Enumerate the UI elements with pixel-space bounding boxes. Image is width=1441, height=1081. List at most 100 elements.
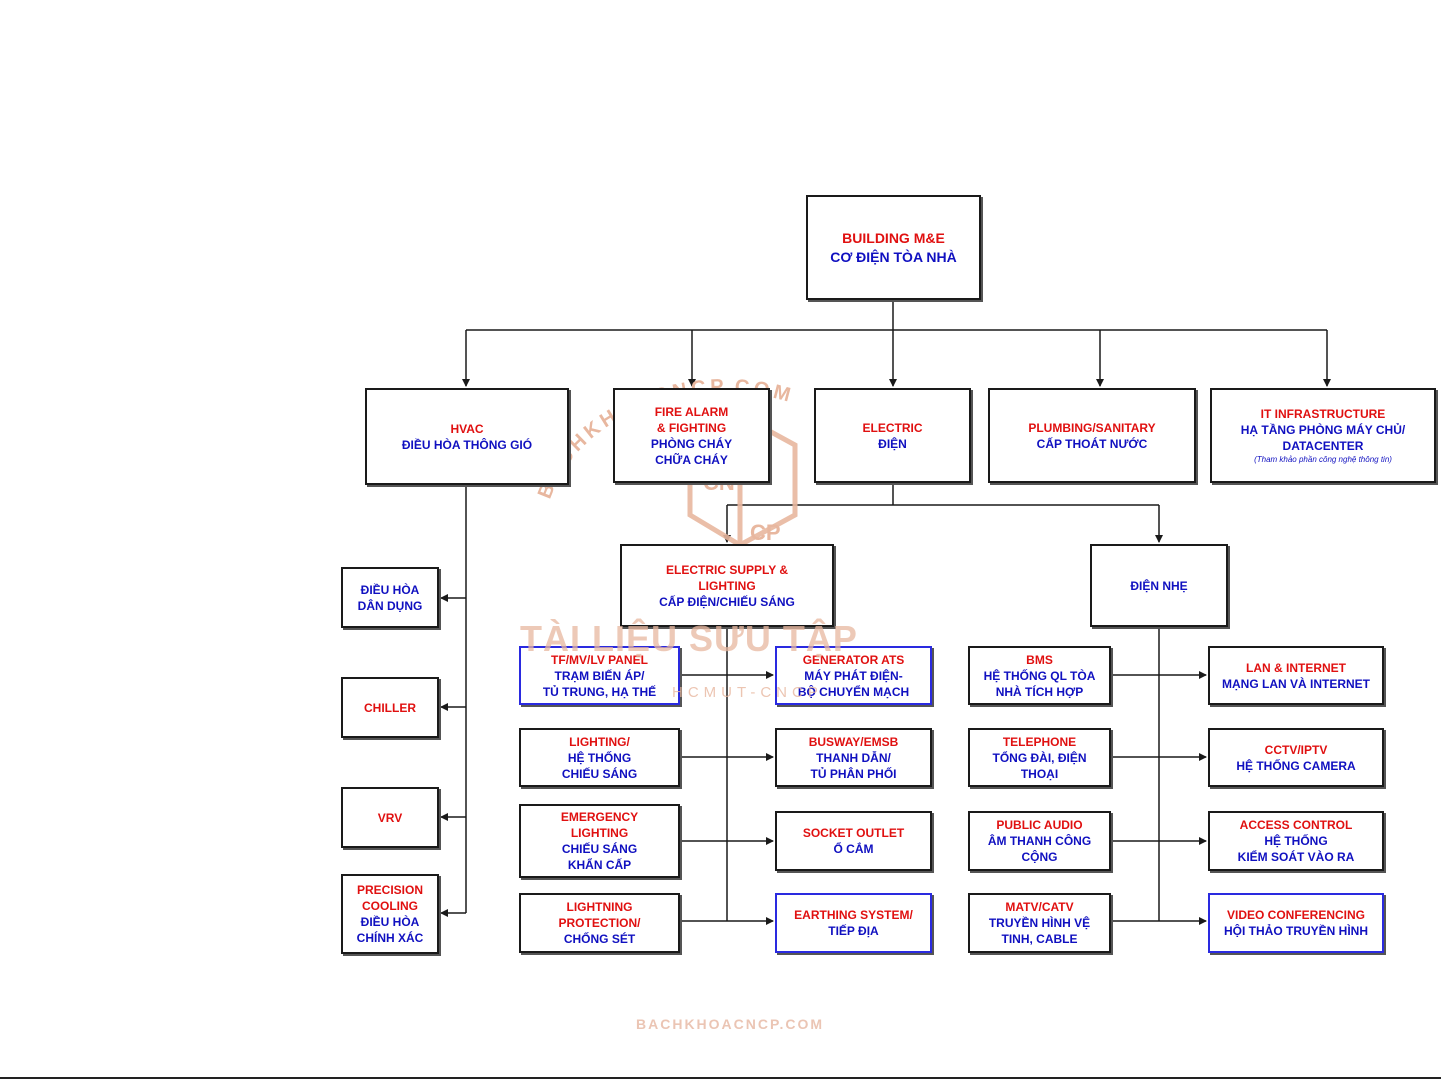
plumbing-vi: CẤP THOÁT NƯỚC [1036,436,1148,451]
lightning-en1: LIGHTNING [566,900,633,914]
precision-vi1: ĐIỀU HÒA [360,915,420,929]
busway-vi1: THANH DẪN/ [816,750,891,765]
matv-vi1: TRUYỀN HÌNH VỆ [988,916,1091,930]
hvac-vi: ĐIỀU HÒA THÔNG GIÓ [401,437,533,452]
generator-vi2: BỘ CHUYỂN MẠCH [797,684,910,699]
hvac-dan-dung-node: ĐIỀU HÒA DÂN DỤNG [341,567,439,628]
emergency-en2: LIGHTING [570,826,629,840]
root-node: BUILDING M&E CƠ ĐIỆN TÒA NHÀ [806,195,981,300]
fire-en1: FIRE ALARM [654,404,729,419]
dan-dung-vi1: ĐIỀU HÒA [360,582,420,597]
bottom-border [0,1077,1441,1079]
root-en: BUILDING M&E [842,229,945,246]
it-vi2: DATACENTER [1282,439,1364,453]
fire-node: FIRE ALARM & FIGHTING PHÒNG CHÁY CHỮA CH… [613,388,770,483]
it-node: IT INFRASTRUCTURE HẠ TẦNG PHÒNG MÁY CHỦ/… [1210,388,1436,483]
bms-vi1: HỆ THỐNG QL TÒA [983,668,1096,683]
telephone-node: TELEPHONE TỔNG ĐÀI, ĐIỆN THOẠI [968,728,1111,787]
lightning-protection-node: LIGHTNING PROTECTION/ CHỐNG SÉT [519,893,680,953]
watermark-logo-cp: CP [750,520,781,545]
hvac-precision-node: PRECISION COOLING ĐIỀU HÒA CHÍNH XÁC [341,874,439,954]
precision-en2: COOLING [362,899,418,913]
electric-node: ELECTRIC ĐIỆN [814,388,971,483]
emergency-vi2: KHẨN CẤP [567,858,632,872]
fire-en2: & FIGHTING [656,420,727,435]
socket-vi: Ổ CẮM [833,842,874,856]
root-vi: CƠ ĐIỆN TÒA NHÀ [830,248,957,265]
precision-en1: PRECISION [356,883,423,897]
public-audio-en: PUBLIC AUDIO [996,818,1083,832]
vrv-en: VRV [377,810,403,825]
fire-vi1: PHÒNG CHÁY [650,436,733,451]
access-vi2: KIỂM SOÁT VÀO RA [1237,850,1355,864]
lighting-vi2: CHIẾU SÁNG [561,766,638,781]
public-audio-vi2: CỘNG [1021,850,1058,864]
emergency-en1: EMERGENCY [560,810,639,824]
hvac-chiller-node: CHILLER [341,677,439,738]
earthing-vi: TIẾP ĐỊA [828,924,879,938]
hvac-vrv-node: VRV [341,787,439,848]
it-note: (Tham khảo phần công nghệ thông tin) [1254,455,1392,464]
electric-en: ELECTRIC [862,420,923,435]
emergency-vi1: CHIẾU SÁNG [561,842,638,856]
electric-supply-en1: ELECTRIC SUPPLY & [665,562,789,577]
bms-vi2: NHÀ TÍCH HỢP [995,684,1084,699]
earthing-en: EARTHING SYSTEM/ [794,908,913,922]
it-vi1: HẠ TẦNG PHÒNG MÁY CHỦ/ [1240,423,1406,437]
earthing-node: EARTHING SYSTEM/ TIẾP ĐỊA [775,893,932,953]
lighting-vi1: HỆ THỐNG [567,750,632,765]
busway-en: BUSWAY/EMSB [808,734,899,749]
cctv-node: CCTV/IPTV HỆ THỐNG CAMERA [1208,728,1384,787]
lightning-en2: PROTECTION/ [558,916,641,930]
matv-node: MATV/CATV TRUYỀN HÌNH VỆ TINH, CABLE [968,893,1111,953]
chiller-en: CHILLER [364,700,416,715]
busway-node: BUSWAY/EMSB THANH DẪN/ TỦ PHÂN PHỐI [775,728,932,787]
lightning-vi: CHỐNG SÉT [563,932,636,946]
lan-vi: MẠNG LAN VÀ INTERNET [1222,676,1370,691]
public-audio-vi1: ÂM THANH CÔNG [987,834,1092,848]
public-audio-node: PUBLIC AUDIO ÂM THANH CÔNG CỘNG [968,811,1111,871]
tf-panel-vi1: TRẠM BIẾN ÁP/ [554,668,645,683]
access-control-node: ACCESS CONTROL HỆ THỐNG KIỂM SOÁT VÀO RA [1208,811,1384,871]
video-en: VIDEO CONFERENCING [1226,908,1365,922]
fire-vi2: CHỮA CHÁY [655,452,728,467]
cctv-en: CCTV/IPTV [1264,742,1328,757]
matv-en: MATV/CATV [1005,900,1074,914]
generator-vi1: MÁY PHÁT ĐIỆN- [804,668,903,683]
cctv-vi: HỆ THỐNG CAMERA [1236,758,1356,773]
socket-outlet-node: SOCKET OUTLET Ổ CẮM [775,811,932,871]
hvac-node: HVAC ĐIỀU HÒA THÔNG GIÓ [365,388,569,485]
tf-panel-vi2: TỦ TRUNG, HẠ THẾ [542,684,657,699]
video-vi: HỘI THẢO TRUYỀN HÌNH [1224,924,1368,938]
bms-node: BMS HỆ THỐNG QL TÒA NHÀ TÍCH HỢP [968,646,1111,705]
emergency-lighting-node: EMERGENCY LIGHTING CHIẾU SÁNG KHẨN CẤP [519,804,680,878]
generator-en: GENERATOR ATS [802,652,905,667]
it-en: IT INFRASTRUCTURE [1260,407,1386,421]
generator-node: GENERATOR ATS MÁY PHÁT ĐIỆN- BỘ CHUYỂN M… [775,646,932,705]
tf-panel-node: TF/MV/LV PANEL TRẠM BIẾN ÁP/ TỦ TRUNG, H… [519,646,680,705]
dien-nhe-vi: ĐIỆN NHẸ [1130,578,1188,593]
plumbing-node: PLUMBING/SANITARY CẤP THOÁT NƯỚC [988,388,1196,483]
bms-en: BMS [1026,652,1053,667]
access-vi1: HỆ THỐNG [1264,834,1328,848]
dan-dung-vi2: DÂN DỤNG [357,598,423,613]
access-en: ACCESS CONTROL [1239,818,1353,832]
lan-internet-node: LAN & INTERNET MẠNG LAN VÀ INTERNET [1208,646,1384,705]
lighting-node: LIGHTING/ HỆ THỐNG CHIẾU SÁNG [519,728,680,787]
video-conferencing-node: VIDEO CONFERENCING HỘI THẢO TRUYỀN HÌNH [1208,893,1384,953]
electric-supply-node: ELECTRIC SUPPLY & LIGHTING CẤP ĐIỆN/CHIẾ… [620,544,834,627]
dien-nhe-node: ĐIỆN NHẸ [1090,544,1228,627]
busway-vi2: TỦ PHÂN PHỐI [810,766,897,781]
electric-supply-en2: LIGHTING [698,578,756,593]
hvac-en: HVAC [450,421,484,436]
plumbing-en: PLUMBING/SANITARY [1028,420,1156,435]
telephone-vi1: TỔNG ĐÀI, ĐIỆN [992,750,1087,765]
telephone-en: TELEPHONE [1002,734,1077,749]
electric-supply-vi: CẤP ĐIỆN/CHIẾU SÁNG [659,594,795,609]
telephone-vi2: THOẠI [1020,766,1059,781]
socket-en: SOCKET OUTLET [802,826,905,840]
lan-en: LAN & INTERNET [1246,660,1346,675]
matv-vi2: TINH, CABLE [1001,932,1078,946]
lighting-en: LIGHTING/ [569,734,630,749]
